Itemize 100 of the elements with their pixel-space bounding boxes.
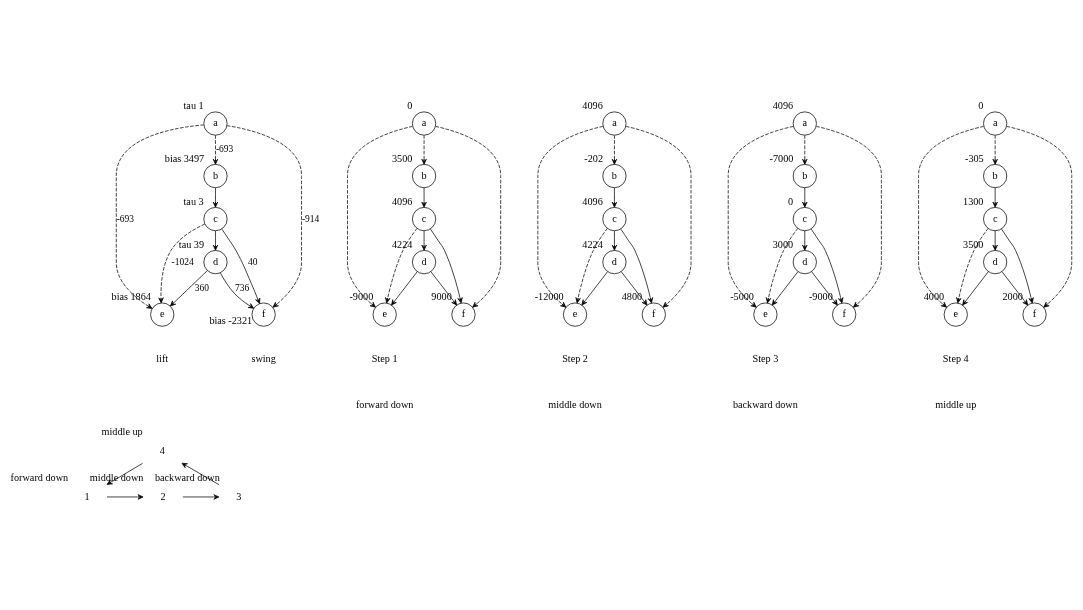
node-label: -305 (965, 152, 984, 164)
arrow (1006, 125, 1073, 308)
arrow (620, 270, 648, 305)
node-label: 4096 (582, 195, 603, 207)
arrow (421, 134, 427, 165)
arrow (962, 270, 989, 305)
arrow (220, 272, 255, 309)
arrow (802, 134, 808, 165)
arrow (918, 125, 984, 308)
node-label: tau 1 (183, 99, 204, 111)
node-circle: f (451, 302, 476, 327)
node-label: backward down (154, 471, 220, 483)
arrow (212, 230, 219, 251)
node-label: 3000 (772, 238, 794, 250)
arrow (771, 270, 799, 305)
node-label: -9000 (349, 290, 374, 302)
label: lift (156, 352, 169, 364)
node-circle: e (943, 302, 968, 327)
node-circle: d (602, 249, 627, 274)
arrow (435, 125, 502, 308)
node-circle: b (792, 163, 817, 188)
arrow (115, 124, 205, 309)
node-label: -202 (584, 152, 603, 164)
node-circle: d (412, 249, 437, 274)
arrow (611, 134, 618, 165)
node-circle: b (203, 163, 228, 188)
arrow (992, 187, 998, 208)
arrow (537, 125, 604, 308)
node-circle: a (792, 111, 817, 136)
label: forward down (355, 398, 414, 410)
node-label: 4000 (923, 290, 945, 302)
node-label: -12000 (534, 290, 564, 302)
arrow (611, 187, 618, 208)
node-circle: f (832, 302, 857, 327)
node-circle: c (792, 206, 817, 231)
arrow (992, 230, 998, 251)
arrow (1001, 228, 1034, 303)
edge-label: 40 (247, 256, 258, 267)
label: Step 4 (942, 352, 969, 364)
node-label: bias 3497 (164, 152, 205, 164)
arrow (158, 223, 206, 303)
node-label: middle up (101, 425, 143, 437)
arrow (611, 230, 618, 251)
arrow (620, 228, 653, 303)
node-circle: d (792, 249, 817, 274)
node-text: 4 (159, 444, 165, 456)
node-text: 3 (236, 490, 242, 502)
arrow (212, 187, 219, 208)
node-label: 3500 (391, 152, 413, 164)
node-label: middle down (89, 471, 144, 483)
arrow (992, 134, 998, 165)
node-label: 0 (407, 99, 413, 111)
edge-label: 736 (235, 282, 250, 293)
arrow (765, 227, 799, 303)
node-circle: a (203, 111, 228, 136)
node-label: 2000 (1002, 290, 1023, 302)
arrow (421, 187, 427, 208)
node-label: 4096 (391, 195, 413, 207)
label: middle down (548, 398, 602, 410)
arrow (181, 462, 220, 485)
node-text: 1 (84, 490, 90, 502)
node-circle: c (412, 206, 437, 231)
node-circle: c (203, 206, 228, 231)
arrow (802, 230, 808, 251)
node-label: 4800 (621, 290, 643, 302)
node-circle: f (1022, 302, 1047, 327)
node-circle: e (753, 302, 778, 327)
node-label: -7000 (769, 152, 794, 164)
node-label: tau 3 (183, 195, 204, 207)
node-label: 9000 (431, 290, 452, 302)
node-circle: b (602, 163, 627, 188)
label: Step 1 (371, 352, 398, 364)
edge-label: 360 (194, 282, 210, 293)
edge-label: -693 (116, 213, 135, 224)
label: swing (251, 352, 276, 364)
arrow (106, 462, 143, 485)
node-label: tau 39 (178, 238, 205, 250)
arrow (385, 227, 418, 303)
node-circle: e (372, 302, 397, 327)
arrow (802, 187, 808, 208)
arrow (430, 270, 458, 305)
arrow (811, 270, 838, 305)
node-label: 4224 (582, 238, 603, 250)
arrow (421, 230, 427, 251)
node-label: 0 (978, 99, 984, 111)
node-label: bias -2321 (209, 314, 253, 326)
node-circle: c (983, 206, 1008, 231)
node-circle: f (641, 302, 666, 327)
node-circle: c (602, 206, 627, 231)
arrow (391, 270, 418, 305)
node-circle: d (203, 249, 228, 274)
arrow (625, 125, 692, 308)
arrow (581, 270, 608, 305)
arrow (1001, 270, 1029, 305)
node-label: 1300 (963, 195, 984, 207)
node-circle: e (563, 302, 588, 327)
node-label: 4096 (772, 99, 794, 111)
arrow (106, 493, 144, 500)
node-label: -5000 (730, 290, 754, 302)
node-circle: f (251, 302, 276, 327)
